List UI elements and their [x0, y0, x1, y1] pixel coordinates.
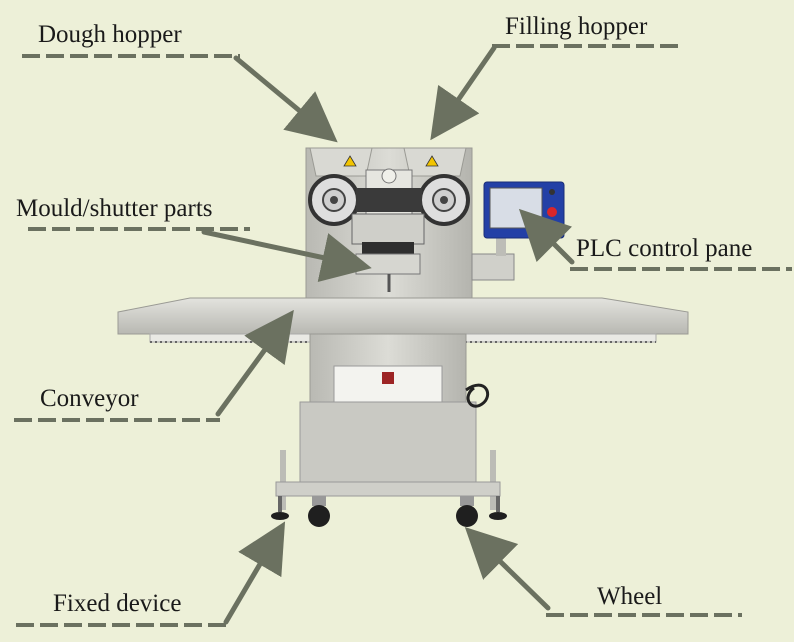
fixed-foot-left-stem	[278, 496, 282, 512]
frame-left-post	[280, 450, 286, 510]
plc-arm	[496, 236, 506, 256]
center-feed-knob	[381, 168, 397, 184]
pointer-arrows	[201, 45, 575, 625]
fixed-foot-left	[271, 512, 289, 520]
arrow-fixed-device	[223, 521, 286, 625]
dough-hopper-shape	[309, 147, 373, 177]
plc-emergency-button	[547, 207, 557, 217]
mould-press	[355, 253, 421, 275]
label-underlines	[14, 44, 792, 627]
cable	[465, 383, 489, 408]
warning-sign-right	[425, 155, 439, 167]
label-wheel: Wheel	[597, 583, 663, 610]
label-fixed-device: Fixed device	[53, 590, 182, 617]
label-mould-shutter: Mould/shutter parts	[16, 195, 213, 222]
arrow-dough-hopper	[233, 55, 338, 143]
label-filling-hopper: Filling hopper	[505, 13, 648, 40]
conveyor-belt-top	[117, 297, 689, 335]
arrow-filling-hopper	[430, 45, 497, 141]
plc-switch	[549, 189, 555, 195]
plc-screen	[489, 187, 543, 229]
arrow-plc-panel	[518, 208, 575, 265]
arrow-mould-shutter	[201, 229, 372, 283]
frame-right-post	[490, 450, 496, 510]
label-plc-panel: PLC control pane	[576, 235, 753, 262]
machine-illustration	[117, 147, 689, 527]
wheel-right-mount	[460, 496, 474, 506]
wheel-left-mount	[312, 496, 326, 506]
wheel-right	[456, 505, 478, 527]
fixed-foot-right	[489, 512, 507, 520]
right-roller-hub	[440, 196, 448, 204]
plc-mount	[471, 253, 515, 281]
mould-shutter-block	[362, 242, 414, 254]
fixed-foot-right-stem	[496, 496, 500, 512]
label-conveyor: Conveyor	[40, 385, 139, 412]
wheel-left	[308, 505, 330, 527]
warning-sign-left	[343, 155, 357, 167]
left-roller-hub	[330, 196, 338, 204]
arrow-wheel	[464, 527, 551, 611]
center-feed-dark	[356, 188, 422, 212]
arrow-conveyor	[215, 309, 294, 417]
brand-plate	[382, 372, 394, 384]
frame-base	[275, 481, 501, 497]
cabinet-lower-plate	[299, 401, 477, 483]
mould-frame	[351, 213, 425, 245]
label-dough-hopper: Dough hopper	[38, 21, 182, 48]
